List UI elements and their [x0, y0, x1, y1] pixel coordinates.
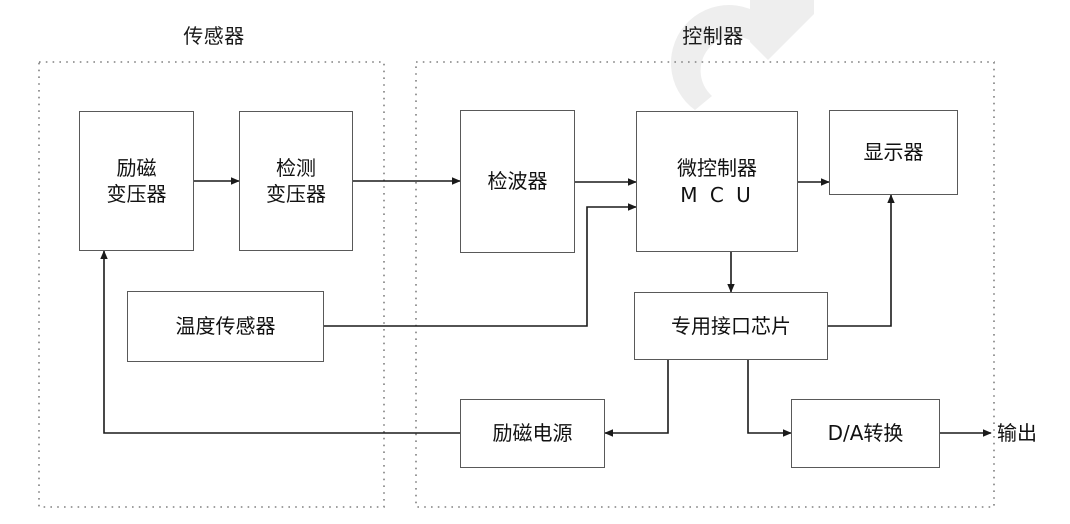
block-excitation-power-line-1: 励磁电源 — [492, 421, 573, 446]
block-detection-transformer-line-1: 检测 — [276, 155, 316, 180]
block-da-converter-line-1: D/A转换 — [827, 421, 904, 446]
connection-lines — [100, 177, 992, 437]
block-display[interactable]: 显示器 — [829, 110, 958, 195]
block-detector[interactable]: 检波器 — [460, 110, 575, 253]
group-label-sensor: 传感器 — [183, 24, 245, 48]
group-frames — [38, 61, 995, 508]
block-detector-line-1: 检波器 — [487, 169, 548, 194]
connection-chip-to-da — [747, 360, 792, 437]
block-interface-chip[interactable]: 专用接口芯片 — [634, 292, 828, 360]
block-detection-transformer-line-2: 变压器 — [266, 182, 326, 206]
block-da-converter[interactable]: D/A转换 — [791, 399, 940, 468]
block-temperature-sensor[interactable]: 温度传感器 — [127, 291, 324, 362]
group-label-controller: 控制器 — [682, 24, 744, 48]
connection-temp-to-mcu — [324, 203, 637, 327]
block-mcu-line-1: 微控制器 — [677, 156, 757, 181]
block-mcu-line-2: M C U — [680, 182, 754, 207]
block-interface-chip-line-1: 专用接口芯片 — [671, 313, 791, 338]
block-excitation-transformer[interactable]: 励磁变压器 — [79, 111, 194, 251]
connection-power-to-excitation — [100, 250, 460, 434]
connection-chip-to-power — [604, 360, 669, 437]
block-temperature-sensor-line-1: 温度传感器 — [175, 314, 276, 339]
block-excitation-transformer-line-2: 变压器 — [106, 182, 167, 206]
output-label: 输出 — [997, 421, 1037, 445]
connection-chip-to-display — [828, 194, 895, 327]
group-frame-controller-frame — [415, 61, 995, 508]
block-display-line-1: 显示器 — [863, 140, 924, 165]
block-excitation-transformer-line-1: 励磁 — [116, 155, 157, 180]
block-detection-transformer[interactable]: 检测变压器 — [239, 111, 353, 251]
block-excitation-power[interactable]: 励磁电源 — [460, 399, 605, 468]
